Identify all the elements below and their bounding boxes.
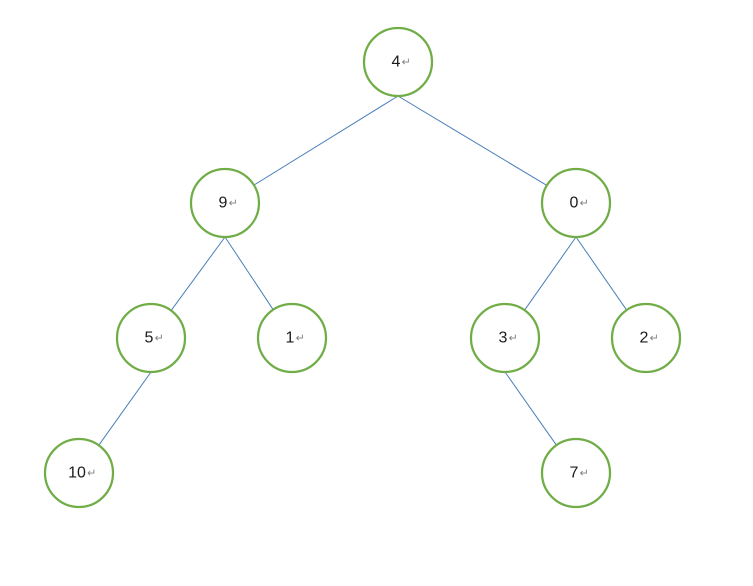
return-mark-icon: ↵ xyxy=(296,332,305,345)
node-circle xyxy=(115,302,187,374)
edge-n4-n9 xyxy=(253,95,399,186)
node-label: 0 xyxy=(570,195,579,212)
tree-node-3: 3↵ xyxy=(469,302,541,374)
node-circle xyxy=(540,437,612,509)
node-label: 2 xyxy=(640,330,649,347)
node-circle xyxy=(256,302,328,374)
node-label: 5 xyxy=(145,330,154,347)
node-label: 7 xyxy=(570,465,579,482)
return-mark-icon: ↵ xyxy=(229,197,238,210)
node-label: 9 xyxy=(219,195,228,212)
node-circle xyxy=(362,26,434,98)
return-mark-icon: ↵ xyxy=(650,332,659,345)
edge-n5-n10 xyxy=(98,371,152,446)
return-mark-icon: ↵ xyxy=(87,467,96,480)
tree-node-9: 9↵ xyxy=(189,167,261,239)
edge-group xyxy=(98,95,628,446)
edge-n0-n2 xyxy=(575,236,628,311)
node-label: 1 xyxy=(286,330,295,347)
return-mark-icon: ↵ xyxy=(509,332,518,345)
tree-node-2: 2↵ xyxy=(610,302,682,374)
node-group: 4↵9↵0↵5↵1↵3↵2↵10↵7↵ xyxy=(43,26,682,509)
edge-n0-n3 xyxy=(524,236,577,311)
edge-n9-n1 xyxy=(224,236,274,310)
tree-node-5: 5↵ xyxy=(115,302,187,374)
return-mark-icon: ↵ xyxy=(402,56,411,69)
tree-node-10: 10↵ xyxy=(43,437,115,509)
return-mark-icon: ↵ xyxy=(155,332,164,345)
node-label: 4 xyxy=(392,54,401,71)
return-mark-icon: ↵ xyxy=(580,467,589,480)
tree-node-7: 7↵ xyxy=(540,437,612,509)
node-circle xyxy=(540,167,612,239)
edge-n9-n5 xyxy=(170,236,226,311)
node-label: 10 xyxy=(68,465,86,482)
node-circle xyxy=(469,302,541,374)
tree-node-1: 1↵ xyxy=(256,302,328,374)
node-circle xyxy=(610,302,682,374)
edge-n4-n0 xyxy=(397,95,548,186)
node-circle xyxy=(189,167,261,239)
node-circle xyxy=(43,437,115,509)
tree-node-4: 4↵ xyxy=(362,26,434,98)
edge-n3-n7 xyxy=(504,371,557,446)
return-mark-icon: ↵ xyxy=(580,197,589,210)
tree-node-0: 0↵ xyxy=(540,167,612,239)
node-label: 3 xyxy=(499,330,508,347)
